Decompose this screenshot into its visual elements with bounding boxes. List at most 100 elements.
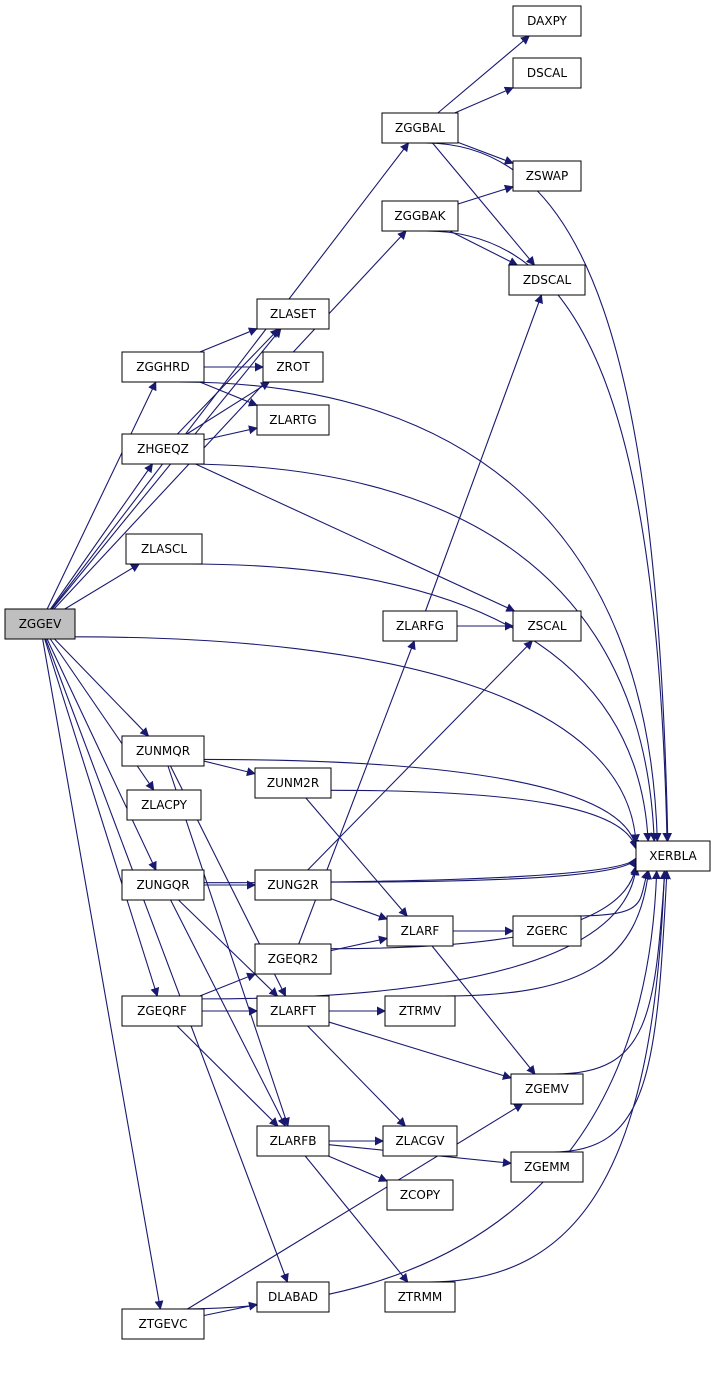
node-xerbla[interactable]: XERBLA	[635, 840, 711, 872]
node-zlascl[interactable]: ZLASCL	[125, 533, 203, 565]
edge-zggbal-to-dscal	[454, 86, 514, 114]
edge-zlarfb-to-ztrmm	[304, 1155, 409, 1283]
node-zswap[interactable]: ZSWAP	[512, 160, 582, 192]
node-zdscal[interactable]: ZDSCAL	[508, 264, 586, 296]
node-dscal[interactable]: DSCAL	[512, 57, 582, 89]
node-box-zlacpy	[126, 789, 202, 821]
node-zgemm[interactable]: ZGEMM	[510, 1151, 584, 1183]
node-label-zlascl: ZLASCL	[141, 542, 187, 556]
node-zscal[interactable]: ZSCAL	[512, 610, 582, 642]
edge-zggbal-to-daxpy	[437, 35, 530, 114]
edge-zgeqr2-to-zlarf	[330, 935, 388, 952]
node-label-zgeqr2: ZGEQR2	[268, 952, 319, 966]
node-box-dscal	[512, 57, 582, 89]
node-label-zggev: ZGGEV	[19, 617, 62, 631]
node-label-zrot: ZROT	[276, 360, 310, 374]
node-label-zunmqr: ZUNMQR	[136, 744, 190, 758]
node-zgemv[interactable]: ZGEMV	[510, 1073, 584, 1105]
node-label-zscal: ZSCAL	[527, 619, 566, 633]
edge-zunmqr-to-zunm2r	[203, 760, 256, 777]
node-box-zung2r	[254, 869, 332, 901]
node-zgeqrf[interactable]: ZGEQRF	[121, 995, 203, 1027]
edge-zggbak-to-zdscal	[449, 230, 519, 266]
edge-zggev-to-zlacpy	[49, 638, 155, 791]
edge-zung2r-to-zscal	[307, 640, 533, 871]
edge-zgghrd-to-zlaset	[199, 327, 258, 353]
edge-zlarft-to-zlacgv	[307, 1025, 406, 1127]
node-zlarf[interactable]: ZLARF	[386, 915, 454, 947]
node-zungqr[interactable]: ZUNGQR	[121, 869, 205, 901]
node-zunm2r[interactable]: ZUNM2R	[254, 767, 332, 799]
node-zlaset[interactable]: ZLASET	[256, 298, 330, 330]
node-zunmqr[interactable]: ZUNMQR	[121, 735, 205, 767]
node-zgerc[interactable]: ZGERC	[512, 915, 582, 947]
node-label-dlabad: DLABAD	[268, 1290, 318, 1304]
node-ztrmm[interactable]: ZTRMM	[384, 1281, 456, 1313]
node-zlarfb[interactable]: ZLARFB	[256, 1125, 330, 1157]
edge-zggbal-to-xerbla	[425, 142, 673, 842]
node-box-zswap	[512, 160, 582, 192]
node-box-zlacgv	[382, 1125, 458, 1157]
node-box-zhgeqz	[121, 433, 205, 465]
node-label-zlacgv: ZLACGV	[395, 1134, 445, 1148]
edge-zhgeqz-to-zscal	[195, 463, 516, 612]
node-ztrmv[interactable]: ZTRMV	[384, 995, 456, 1027]
node-zung2r[interactable]: ZUNG2R	[254, 869, 332, 901]
node-label-ztgevc: ZTGEVC	[138, 1317, 187, 1331]
node-zhgeqz[interactable]: ZHGEQZ	[121, 433, 205, 465]
node-label-zswap: ZSWAP	[526, 169, 569, 183]
edge-zgerc-to-xerbla	[572, 870, 650, 917]
node-label-zgemm: ZGEMM	[524, 1160, 570, 1174]
node-dlabad[interactable]: DLABAD	[256, 1281, 330, 1313]
node-ztgevc[interactable]: ZTGEVC	[121, 1308, 205, 1340]
node-daxpy[interactable]: DAXPY	[512, 5, 582, 37]
node-label-zlartg: ZLARTG	[269, 413, 316, 427]
edge-ztrmm-to-xerbla	[428, 870, 669, 1283]
node-box-zgghrd	[121, 351, 205, 383]
node-zlartg[interactable]: ZLARTG	[256, 404, 330, 436]
node-box-daxpy	[512, 5, 582, 37]
node-zgeqr2[interactable]: ZGEQR2	[254, 943, 332, 975]
node-box-zgemm	[510, 1151, 584, 1183]
node-box-ztrmm	[384, 1281, 456, 1313]
node-zggbal[interactable]: ZGGBAL	[381, 112, 459, 144]
node-box-zgerc	[512, 915, 582, 947]
node-box-zrot	[262, 351, 324, 383]
edge-zggbak-to-xerbla	[425, 230, 672, 842]
node-zlarfg[interactable]: ZLARFG	[382, 610, 458, 642]
node-label-zggbak: ZGGBAK	[394, 209, 446, 223]
edge-zggev-to-xerbla	[74, 636, 640, 844]
node-label-zunm2r: ZUNM2R	[267, 776, 319, 790]
node-box-zgemv	[510, 1073, 584, 1105]
edge-zlarft-to-zgemv	[328, 1021, 512, 1080]
node-zlacpy[interactable]: ZLACPY	[126, 789, 202, 821]
edge-ztrmv-to-xerbla	[444, 870, 653, 997]
node-label-zgemv: ZGEMV	[525, 1082, 569, 1096]
node-box-zggbak	[381, 200, 459, 232]
node-label-zungqr: ZUNGQR	[136, 878, 189, 892]
node-zggbak[interactable]: ZGGBAK	[381, 200, 459, 232]
edge-zhgeqz-to-zlartg	[203, 425, 258, 441]
edge-zggev-to-zlaset	[51, 328, 282, 610]
node-box-zgeqr2	[254, 943, 332, 975]
edge-zggev-to-zgghrd	[46, 381, 157, 610]
node-label-xerbla: XERBLA	[649, 849, 697, 863]
edge-zgeqrf-to-zlarfb	[176, 1025, 279, 1127]
node-zlarft[interactable]: ZLARFT	[256, 995, 330, 1027]
node-zgghrd[interactable]: ZGGHRD	[121, 351, 205, 383]
node-zlacgv[interactable]: ZLACGV	[382, 1125, 458, 1157]
node-box-zungqr	[121, 869, 205, 901]
node-label-zcopy: ZCOPY	[400, 1188, 441, 1202]
node-label-zlarf: ZLARF	[401, 924, 440, 938]
node-label-ztrmm: ZTRMM	[398, 1290, 443, 1304]
node-zggev[interactable]: ZGGEV	[4, 608, 76, 640]
edge-zggev-to-zhgeqz	[50, 463, 153, 610]
node-zrot[interactable]: ZROT	[262, 351, 324, 383]
edge-zunmqr-to-xerbla	[203, 758, 640, 850]
node-label-zlaset: ZLASET	[270, 307, 317, 321]
edge-zggev-to-zungqr	[46, 638, 157, 871]
node-box-zggbal	[381, 112, 459, 144]
edge-zung2r-to-xerbla	[330, 858, 637, 883]
node-zcopy[interactable]: ZCOPY	[386, 1179, 454, 1211]
